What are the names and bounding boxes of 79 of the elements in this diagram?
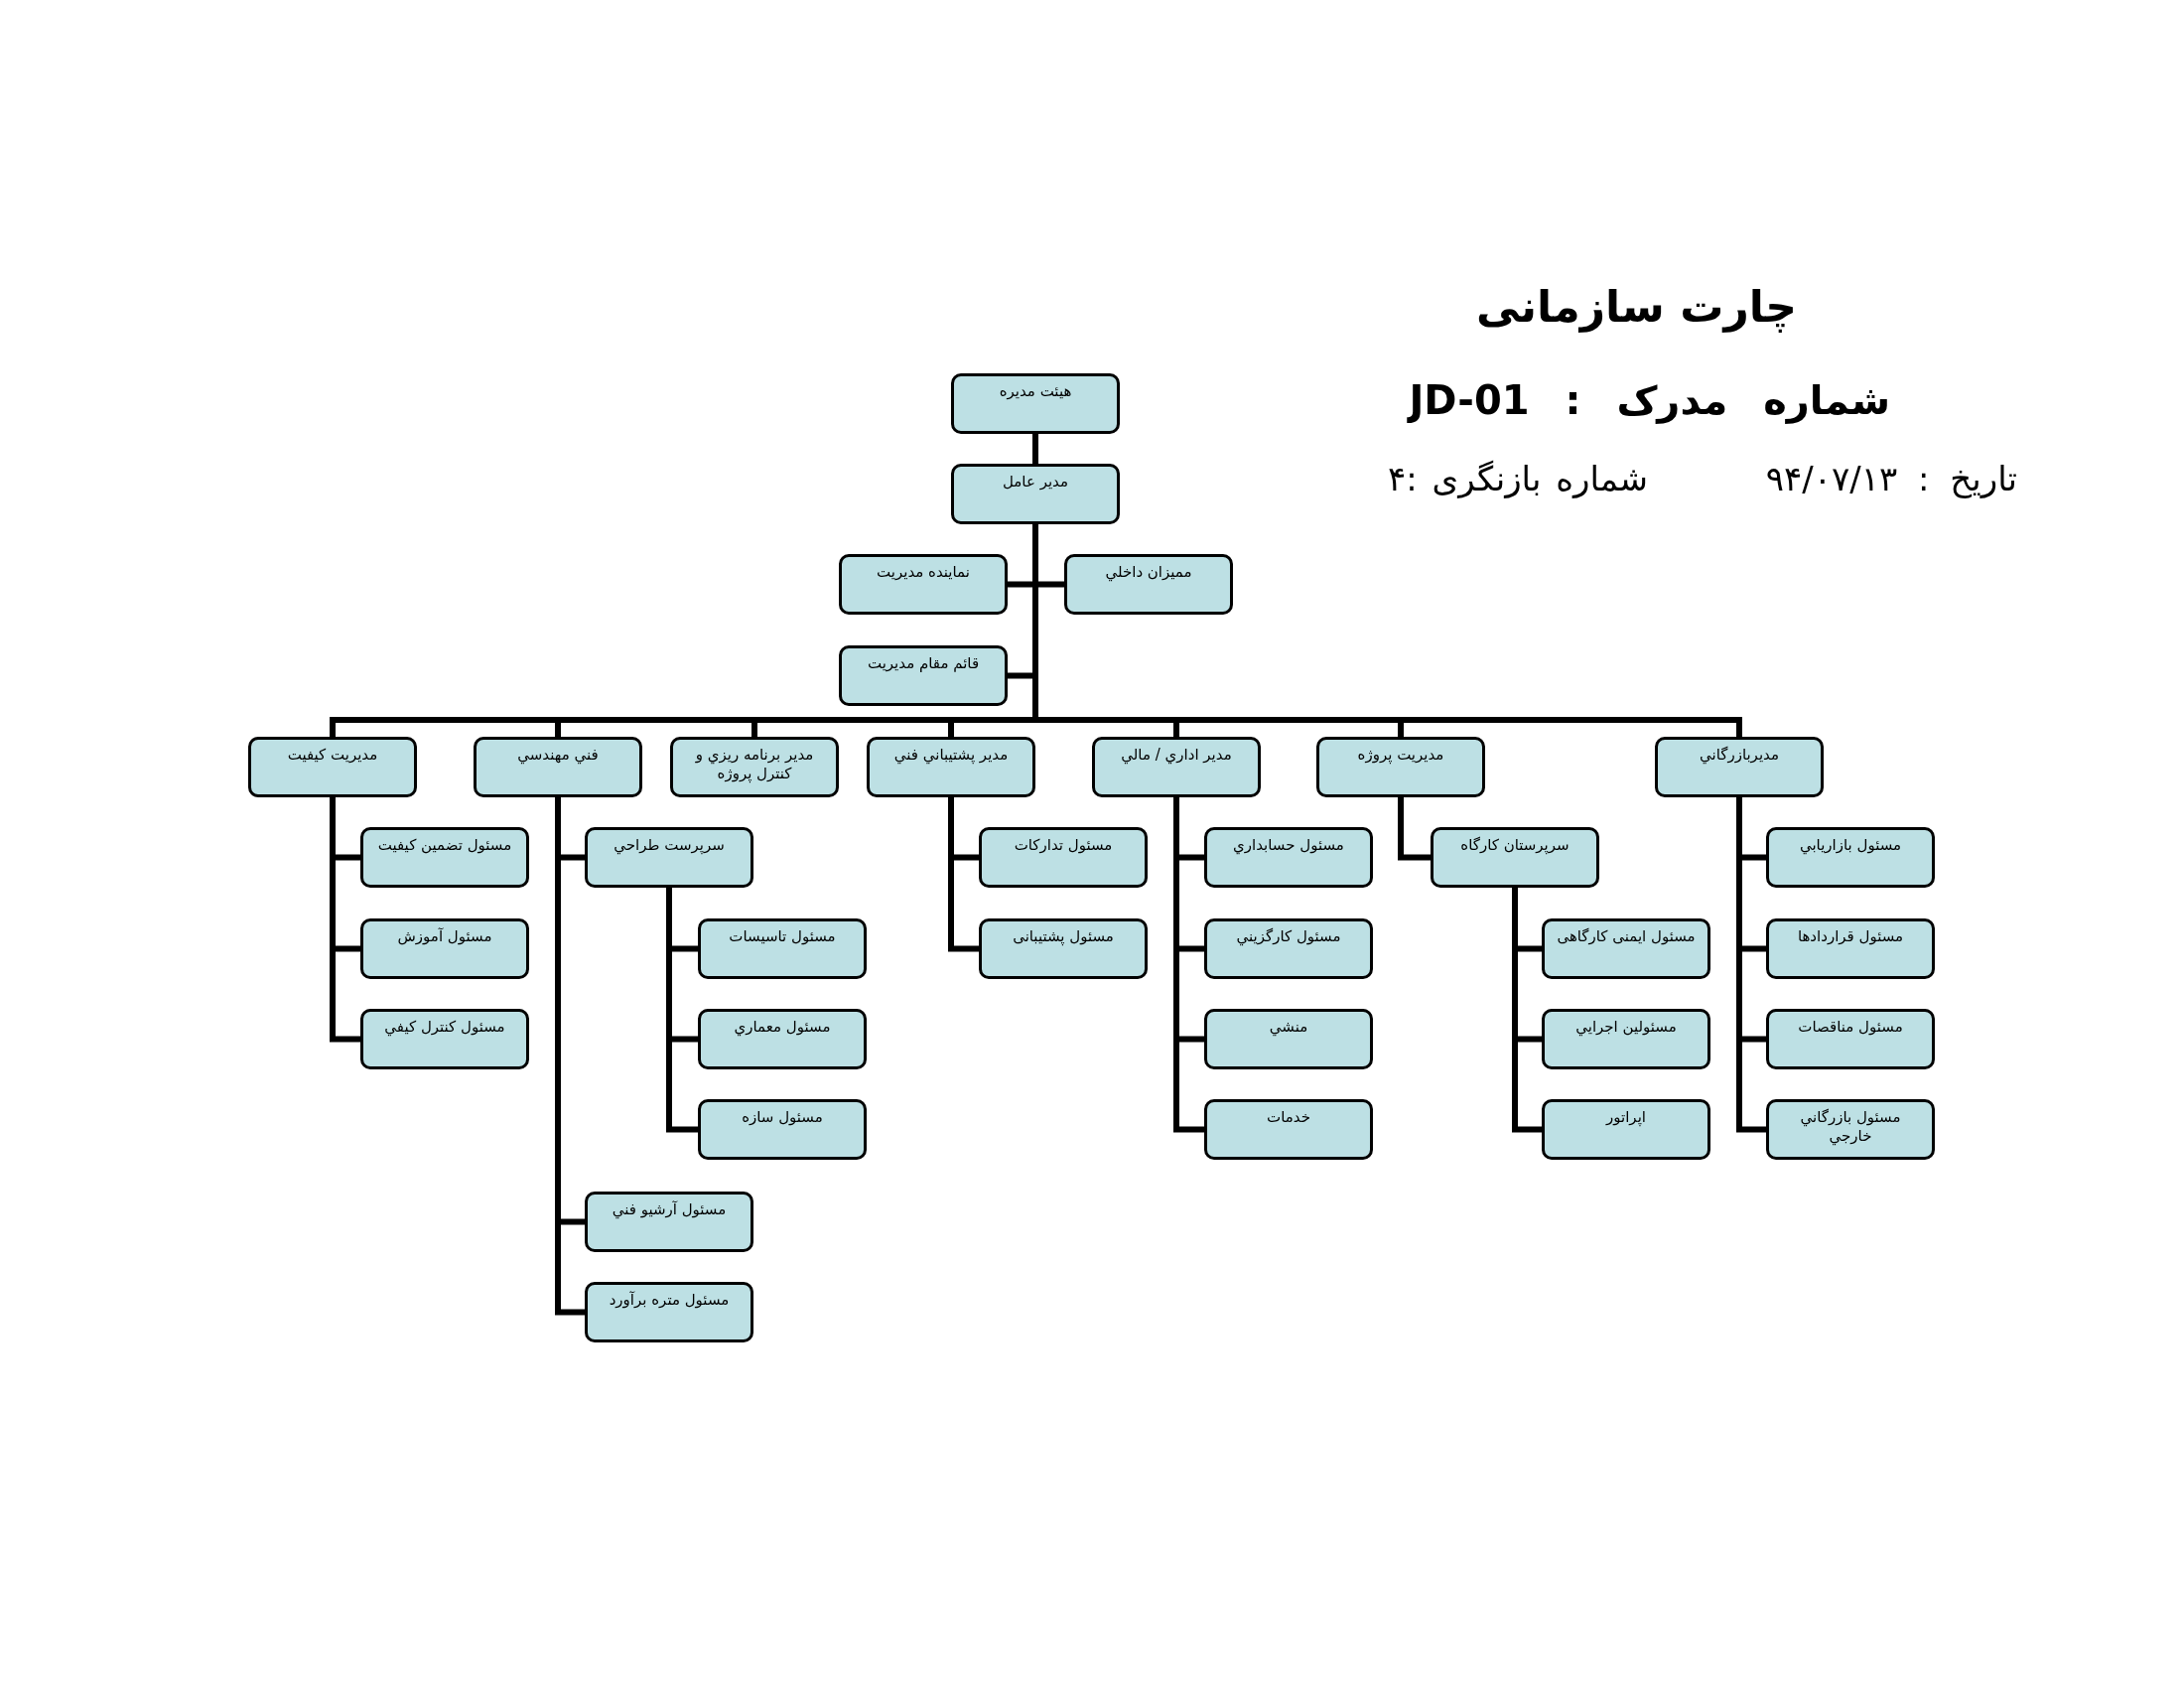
position-box: [698, 918, 867, 979]
position-title: مدير برنامه ريزي و کنترل پروژه: [694, 746, 815, 783]
position-title: خدمات: [1267, 1108, 1310, 1127]
position-title: اپراتور: [1606, 1108, 1646, 1127]
position-box: [1655, 737, 1824, 797]
position-box: [951, 373, 1120, 434]
position-box: [1431, 827, 1599, 888]
position-title: مسئول تضمين کيفيت: [377, 836, 512, 855]
position-title: مدير عامل: [1002, 473, 1068, 492]
position-title: مسئول پشتيبانی: [1013, 927, 1114, 946]
position-title: مسئول معماري: [734, 1018, 831, 1037]
position-box: [698, 1099, 867, 1160]
revision-number: شماره بازنگری :۴: [1388, 459, 1648, 498]
position-box: [670, 737, 839, 797]
position-box: [1766, 918, 1935, 979]
position-title: مسئول قراردادها: [1797, 927, 1904, 946]
position-title: مسئول آرشيو فني: [612, 1200, 727, 1219]
position-box: [1542, 1009, 1710, 1069]
position-title: نماينده مديريت: [877, 563, 970, 582]
connector-line: [1032, 434, 1038, 464]
position-box: [1204, 1099, 1373, 1160]
position-title: مسئول ايمنی کارگاهی: [1557, 927, 1696, 946]
position-title: مسئول بازرگاني خارجي: [1799, 1108, 1902, 1146]
position-box: [1204, 1009, 1373, 1069]
position-box: [839, 554, 1008, 615]
position-title: مسئول کنترل کيفي: [384, 1018, 505, 1037]
position-box: [360, 827, 529, 888]
position-box: [1092, 737, 1261, 797]
position-box: [979, 827, 1148, 888]
position-box: [1204, 827, 1373, 888]
position-title: مسئول متره برآورد: [609, 1291, 730, 1310]
position-title: قائم مقام مديريت: [867, 654, 980, 673]
issue-date: تاریخ : ۹۴/۰۷/۱۳: [1765, 459, 2017, 498]
position-box: [1064, 554, 1233, 615]
position-title: مسئول تدارکات: [1014, 836, 1113, 855]
position-title: مسئول سازه: [742, 1108, 823, 1127]
position-box: [979, 918, 1148, 979]
document-number: شماره مدرک : JD-01: [1409, 377, 1890, 423]
position-box: [585, 1192, 753, 1252]
position-box: [1766, 1009, 1935, 1069]
position-title: مديربازرگاني: [1700, 746, 1779, 765]
position-title: مدير اداري / مالي: [1121, 746, 1232, 765]
position-box: [474, 737, 642, 797]
position-title: مسئول حسابداري: [1233, 836, 1344, 855]
position-box: [839, 645, 1008, 706]
position-box: [951, 464, 1120, 524]
position-box: [1542, 918, 1710, 979]
position-title: مسئول مناقصات: [1798, 1018, 1903, 1037]
position-title: مميزان داخلي: [1105, 563, 1192, 582]
position-box: [1542, 1099, 1710, 1160]
position-box: [585, 827, 753, 888]
connector-line: [555, 797, 585, 1316]
position-box: [360, 1009, 529, 1069]
position-title: فني مهندسي: [517, 746, 599, 765]
position-title: هيئت مديره: [999, 382, 1072, 401]
position-box: [248, 737, 417, 797]
position-box: [867, 737, 1035, 797]
position-box: [360, 918, 529, 979]
connector-line: [1173, 797, 1204, 1133]
position-title: مدير پشتيباني فني: [893, 746, 1009, 765]
position-title: مسئول کارگزيني: [1236, 927, 1341, 946]
position-box: [1204, 918, 1373, 979]
position-box: [698, 1009, 867, 1069]
position-box: [585, 1282, 753, 1342]
position-title: سرپرست طراحي: [614, 836, 725, 855]
connector-line: [1736, 797, 1766, 1133]
position-title: مسئولين اجرايي: [1575, 1018, 1677, 1037]
position-title: مسئول تاسيسات: [729, 927, 836, 946]
chart-title: چارت سازمانی: [1475, 281, 1797, 332]
position-title: مديريت کيفيت: [287, 746, 378, 765]
position-title: منشي: [1269, 1018, 1308, 1037]
position-title: مسئول بازاريابي: [1799, 836, 1902, 855]
position-box: [1316, 737, 1485, 797]
position-box: [1766, 1099, 1935, 1160]
position-title: مسئول آموزش: [397, 927, 492, 946]
connector-line: [1398, 797, 1431, 861]
position-title: مديريت پروژه: [1357, 746, 1444, 765]
position-title: سرپرستان کارگاه: [1460, 836, 1570, 855]
position-box: [1766, 827, 1935, 888]
